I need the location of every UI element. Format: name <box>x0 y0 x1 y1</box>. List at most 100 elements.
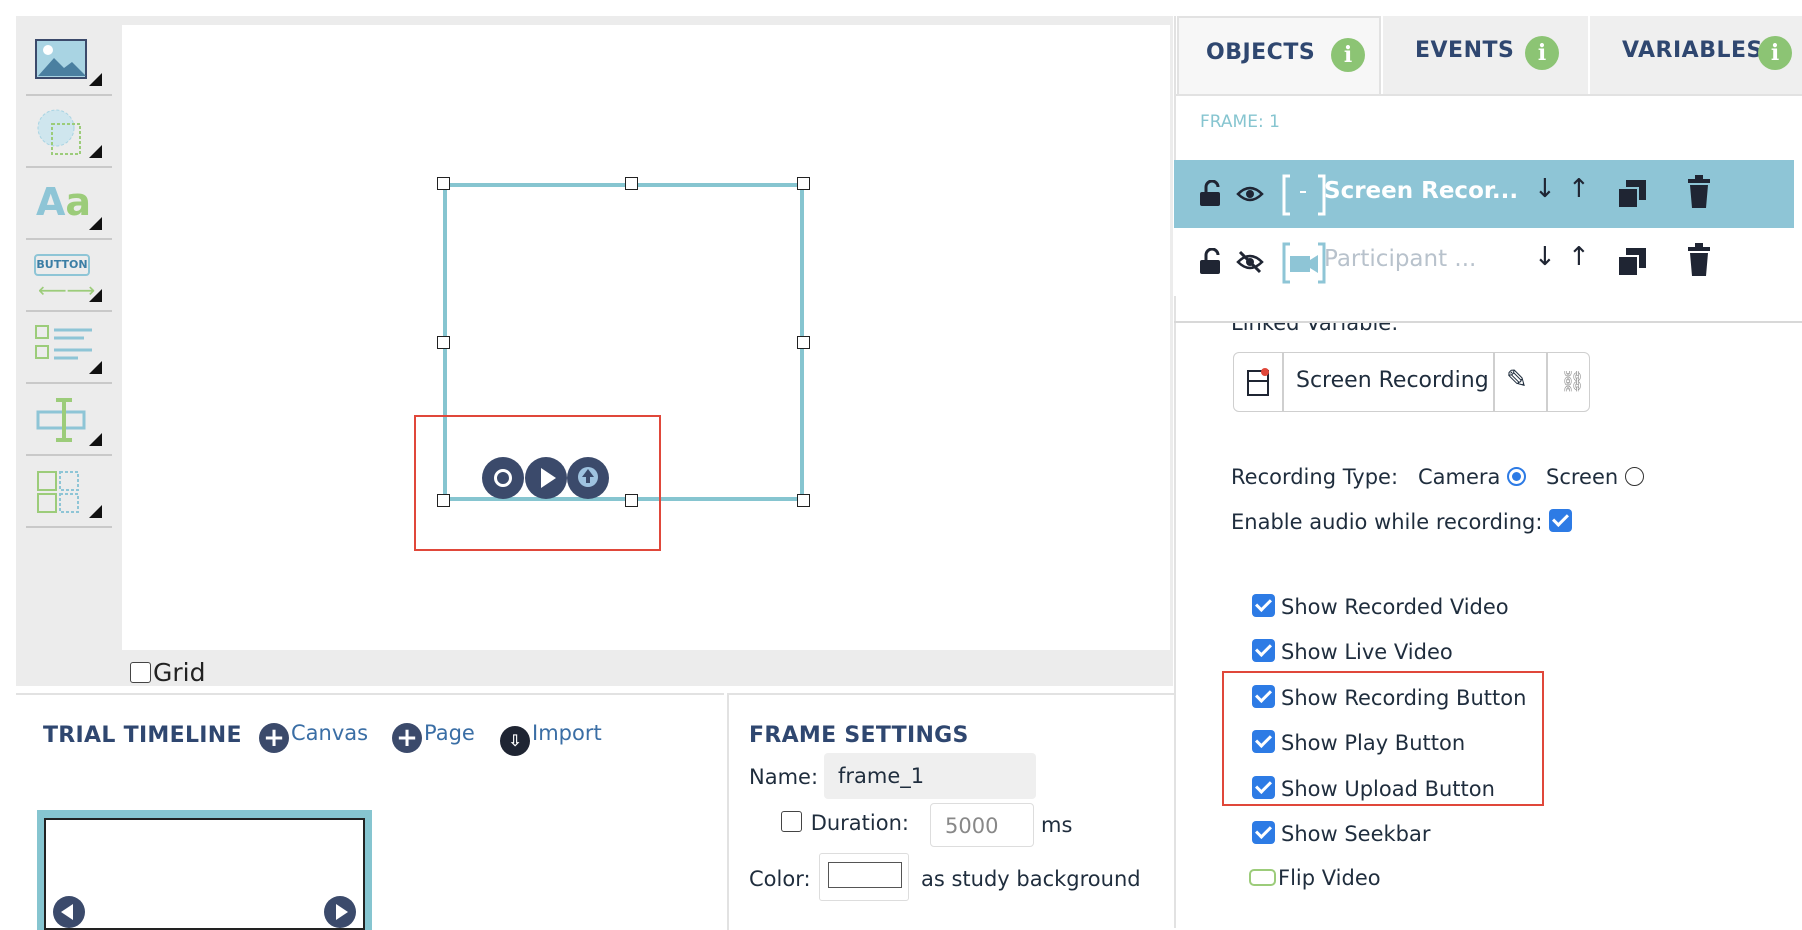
info-icon[interactable]: i <box>1758 36 1792 70</box>
list-tool-icon <box>35 325 92 360</box>
image-tool-icon <box>35 39 87 79</box>
frame-name-input[interactable]: frame_1 <box>824 753 1036 799</box>
play-button[interactable] <box>525 457 567 499</box>
resize-handle[interactable] <box>797 336 810 349</box>
color-picker[interactable] <box>819 853 909 901</box>
shape-tool[interactable] <box>26 96 112 168</box>
camera-radio[interactable] <box>1507 467 1527 486</box>
input-tool[interactable] <box>26 384 112 456</box>
upload-icon <box>578 467 598 487</box>
info-icon[interactable]: i <box>1525 36 1559 70</box>
info-icon[interactable]: i <box>1331 38 1365 72</box>
tab-events-label: EVENTS <box>1415 38 1515 63</box>
option-show-recording-button[interactable]: Show Recording Button <box>1252 685 1526 710</box>
add-canvas-label: Canvas <box>291 721 369 745</box>
list-tool[interactable] <box>26 312 112 384</box>
option-show-seekbar[interactable]: Show Seekbar <box>1252 821 1431 846</box>
resize-handle[interactable] <box>437 494 450 507</box>
option-checkbox[interactable] <box>1252 594 1275 617</box>
enable-audio-row[interactable]: Enable audio while recording: <box>1231 509 1573 534</box>
move-down-icon[interactable]: ↓ <box>1534 242 1556 272</box>
layout-tool[interactable] <box>26 456 112 528</box>
grid-label: Grid <box>153 658 206 687</box>
option-show-play-button[interactable]: Show Play Button <box>1252 730 1465 755</box>
previous-frame-button[interactable] <box>53 896 85 928</box>
resize-handle[interactable] <box>797 177 810 190</box>
option-checkbox[interactable] <box>1252 730 1275 753</box>
option-checkbox[interactable] <box>1252 821 1275 844</box>
camera-label: Camera <box>1418 465 1501 489</box>
layout-tool-icon <box>37 471 79 513</box>
eye-hidden-icon[interactable] <box>1236 250 1264 274</box>
tab-variables-label: VARIABLES <box>1622 38 1763 63</box>
import-icon: ⇩ <box>500 726 530 756</box>
frame-settings-title: FRAME SETTINGS <box>749 723 969 748</box>
object-name: Screen Recor... <box>1324 178 1519 204</box>
resize-handle[interactable] <box>625 177 638 190</box>
screen-radio[interactable] <box>1624 467 1644 486</box>
upload-button[interactable] <box>567 457 609 499</box>
frame-thumbnail[interactable] <box>37 810 372 930</box>
option-label: Show Live Video <box>1281 640 1453 664</box>
resize-handle[interactable] <box>797 494 810 507</box>
recording-type-camera[interactable]: Camera <box>1418 465 1527 489</box>
next-frame-button[interactable] <box>324 896 356 928</box>
duplicate-icon[interactable] <box>1616 178 1648 210</box>
linked-variable-box[interactable]: Screen Recording ✎ ⛓ <box>1233 352 1590 412</box>
move-down-icon[interactable]: ↓ <box>1534 174 1556 204</box>
text-tool-icon: Aa <box>36 180 92 224</box>
import-button[interactable]: ⇩Import <box>500 721 602 756</box>
option-show-recorded-video[interactable]: Show Recorded Video <box>1252 594 1509 619</box>
tab-events[interactable]: EVENTS i <box>1383 16 1588 94</box>
unlock-icon[interactable] <box>1198 248 1224 276</box>
option-checkbox[interactable] <box>1252 776 1275 799</box>
object-row[interactable]: Participant ... ↓ ↑ <box>1174 228 1794 296</box>
resize-handle[interactable] <box>625 494 638 507</box>
object-row[interactable]: Screen Recor... ↓ ↑ <box>1174 160 1794 228</box>
record-button[interactable] <box>482 457 524 499</box>
duplicate-icon[interactable] <box>1616 246 1648 278</box>
tab-variables[interactable]: VARIABLES i <box>1590 16 1802 94</box>
edit-icon[interactable]: ✎ <box>1506 365 1528 395</box>
option-label: Show Recording Button <box>1281 686 1527 710</box>
enable-audio-label: Enable audio while recording: <box>1231 510 1543 534</box>
trash-icon[interactable] <box>1686 242 1712 278</box>
trash-icon[interactable] <box>1686 174 1712 210</box>
resize-handle[interactable] <box>437 336 450 349</box>
duration-input[interactable]: 5000 <box>930 803 1034 847</box>
option-show-upload-button[interactable]: Show Upload Button <box>1252 776 1495 801</box>
grid-toggle[interactable]: Grid <box>130 658 205 687</box>
option-show-live-video[interactable]: Show Live Video <box>1252 639 1453 664</box>
add-page-button[interactable]: +Page <box>392 721 475 753</box>
plus-icon: + <box>392 723 422 753</box>
move-up-icon[interactable]: ↑ <box>1568 242 1590 272</box>
button-tool[interactable]: BUTTON ⟵⟶ <box>26 240 112 312</box>
option-checkbox[interactable] <box>1252 639 1275 662</box>
option-checkbox[interactable] <box>1252 685 1275 708</box>
enable-audio-checkbox[interactable] <box>1549 509 1573 532</box>
option-label: Flip Video <box>1278 866 1381 890</box>
duration-checkbox[interactable] <box>781 811 802 832</box>
canvas[interactable] <box>122 25 1170 650</box>
add-canvas-button[interactable]: +Canvas <box>259 721 368 753</box>
tab-objects[interactable]: OBJECTS i <box>1177 16 1381 94</box>
move-up-icon[interactable]: ↑ <box>1568 174 1590 204</box>
resize-handle[interactable] <box>437 177 450 190</box>
recording-type-screen[interactable]: Screen <box>1546 465 1644 489</box>
highlight-box-controls <box>414 415 661 551</box>
image-tool[interactable] <box>26 24 112 96</box>
unlink-icon[interactable]: ⛓ <box>1560 369 1586 393</box>
grid-checkbox[interactable] <box>130 662 151 683</box>
option-flip-video[interactable]: Flip Video <box>1249 866 1381 890</box>
unlock-icon[interactable] <box>1198 180 1224 208</box>
color-suffix: as study background <box>921 867 1141 891</box>
screen-label: Screen <box>1546 465 1619 489</box>
eye-icon[interactable] <box>1236 182 1264 206</box>
flip-toggle[interactable] <box>1249 869 1276 886</box>
recording-type-label: Recording Type: <box>1231 465 1399 489</box>
duration-unit: ms <box>1041 813 1073 837</box>
duration-toggle[interactable]: Duration: <box>781 811 909 835</box>
text-tool[interactable]: Aa <box>26 168 112 240</box>
variable-icon <box>1247 368 1269 396</box>
properties-clip: Linked Variable: <box>1174 323 1802 343</box>
